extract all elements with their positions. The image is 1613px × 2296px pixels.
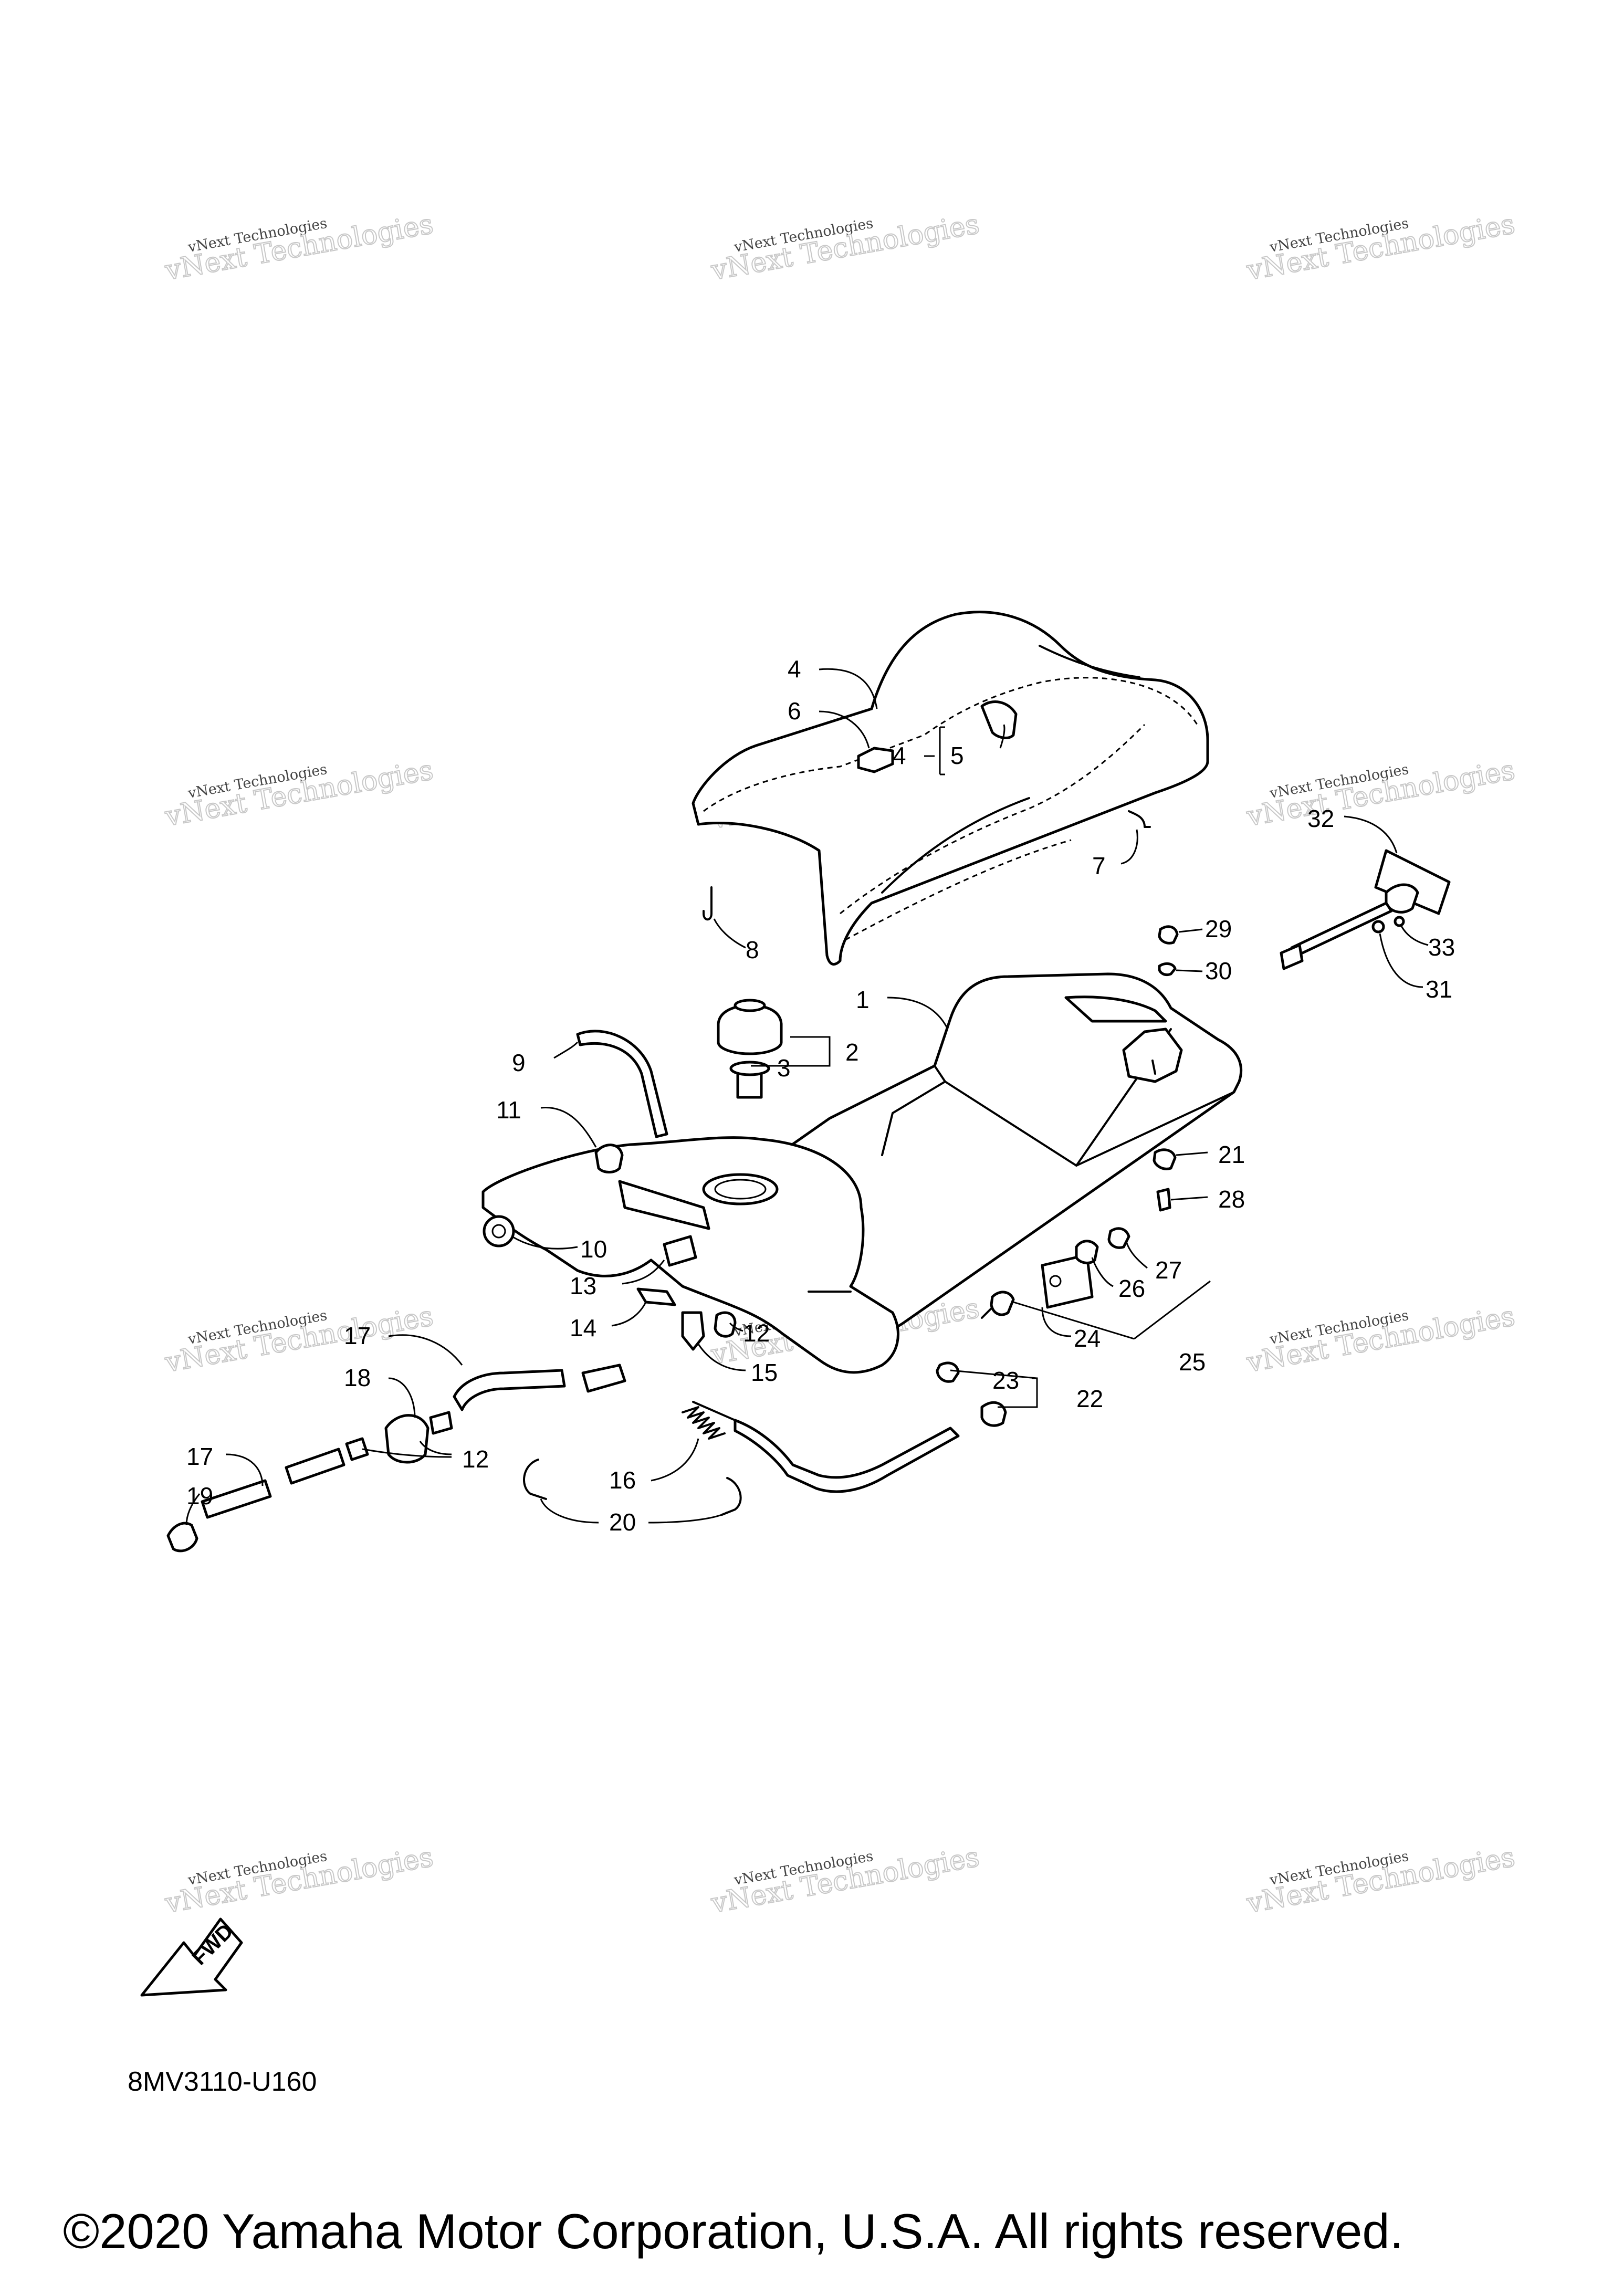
watermark: vNext Technologies vNext Technologies <box>1243 754 1517 833</box>
tank-illustration <box>481 972 1243 1374</box>
part-12-clamp <box>714 1311 737 1338</box>
watermark: vNext Technologies vNext Technologies <box>162 1300 436 1379</box>
callout-17: 17 <box>186 1443 213 1470</box>
callout-16: 16 <box>609 1466 636 1494</box>
sender-assembly <box>981 1227 1130 1319</box>
callout-4: 4 <box>788 655 801 683</box>
callout-24: 24 <box>1074 1325 1101 1352</box>
watermark: vNext Technologies vNext Technologies <box>162 1841 436 1920</box>
callout-10: 10 <box>580 1235 607 1263</box>
callout-labels: 4 6 4 5 7 8 32 29 30 33 31 1 2 3 9 11 10… <box>186 655 1455 1536</box>
callout-18: 18 <box>344 1364 371 1391</box>
callout-27: 27 <box>1155 1256 1182 1284</box>
part-22-cable <box>734 1361 1007 1493</box>
callout-13: 13 <box>570 1272 596 1299</box>
diagram-code: 8MV3110-U160 <box>128 2067 317 2097</box>
hose-assembly <box>166 1364 626 1553</box>
callout-3: 3 <box>777 1054 791 1082</box>
callout-26: 26 <box>1118 1275 1145 1302</box>
part-32-mount <box>1280 849 1451 970</box>
watermark: vNext Technologies vNext Technologies <box>162 208 436 287</box>
callout-31: 31 <box>1426 976 1452 1003</box>
callout-2: 2 <box>845 1039 859 1066</box>
part-11-fitting <box>594 1144 624 1173</box>
part-10-gasket <box>483 1215 515 1247</box>
watermark: vNext Technologies vNext Technologies <box>1243 208 1517 287</box>
seat-illustration <box>692 611 1209 966</box>
watermark: vNext Technologies vNext Technologies <box>1243 1841 1517 1920</box>
callout-4: 4 <box>893 742 906 769</box>
callout-11: 11 <box>496 1096 521 1124</box>
callout-19: 19 <box>186 1482 213 1509</box>
callout-15: 15 <box>751 1359 778 1386</box>
part-15-valve <box>681 1311 705 1351</box>
watermarks: vNext Technologies vNext Technologies vN… <box>162 208 1517 1920</box>
callout-23: 23 <box>992 1367 1019 1394</box>
callout-8: 8 <box>746 936 759 963</box>
callout-33: 33 <box>1428 934 1455 961</box>
part-2-fuel-cap <box>717 999 783 1099</box>
callout-17: 17 <box>344 1322 371 1349</box>
part-30-washer <box>1158 962 1177 977</box>
callout-14: 14 <box>570 1314 596 1341</box>
callout-29: 29 <box>1205 915 1232 942</box>
callout-25: 25 <box>1179 1348 1206 1376</box>
watermark: vNext Technologies vNext Technologies <box>1243 1300 1517 1379</box>
part-21-grommet <box>1153 1148 1177 1170</box>
part-20-clamp-left <box>523 1459 547 1500</box>
callout-28: 28 <box>1218 1186 1245 1213</box>
part-7-clip <box>1128 810 1151 828</box>
callout-20: 20 <box>609 1508 636 1536</box>
callout-21: 21 <box>1218 1141 1245 1168</box>
callout-1: 1 <box>856 986 870 1013</box>
callout-32: 32 <box>1307 805 1334 832</box>
part-29-cap <box>1158 925 1179 945</box>
callout-22: 22 <box>1076 1385 1103 1412</box>
callout-6: 6 <box>788 697 801 725</box>
watermark: vNext Technologies vNext Technologies <box>708 208 982 287</box>
leader-lines <box>185 668 1429 1526</box>
callout-12: 12 <box>462 1445 489 1473</box>
part-14-clip <box>636 1287 676 1306</box>
watermark: vNext Technologies vNext Technologies <box>162 754 436 833</box>
callout-7: 7 <box>1092 852 1106 879</box>
fwd-arrow-icon: FWD <box>140 1917 243 1997</box>
callout-5: 5 <box>950 742 964 769</box>
copyright-notice: ©2020 Yamaha Motor Corporation, U.S.A. A… <box>63 2204 1403 2259</box>
watermark: vNext Technologies vNext Technologies <box>708 1841 982 1920</box>
part-16-spring <box>682 1401 736 1440</box>
callout-9: 9 <box>512 1049 526 1076</box>
part-28-bolt <box>1156 1188 1171 1212</box>
part-8-hook <box>703 886 713 921</box>
callout-12: 12 <box>743 1319 770 1347</box>
part-9-hose <box>576 1030 668 1138</box>
callout-30: 30 <box>1205 957 1232 984</box>
part-20-clamp-right <box>721 1477 742 1516</box>
